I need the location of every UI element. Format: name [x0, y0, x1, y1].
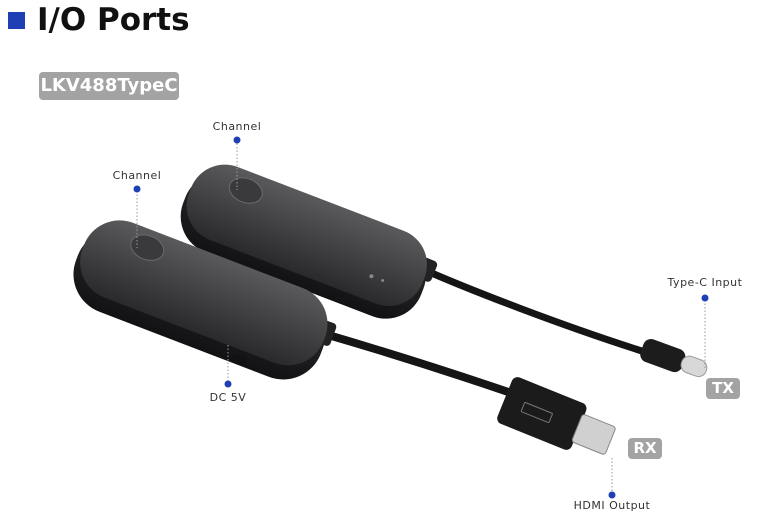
- callout-channel-tx: Channel: [212, 120, 262, 133]
- tx-device: [180, 164, 427, 319]
- page-title: I/O Ports: [37, 2, 190, 38]
- dc-5v-dot: [224, 380, 232, 388]
- type-c-dot: [701, 294, 709, 302]
- model-badge: LKV488TypeC: [39, 72, 179, 100]
- rx-device: [73, 220, 328, 380]
- rx-channel-button[interactable]: [127, 230, 167, 265]
- rx-cable: [309, 318, 522, 400]
- dc-port: [231, 353, 246, 364]
- callout-leader-lines: [136, 140, 706, 494]
- title-bullet-icon: [8, 12, 25, 29]
- tx-led-icon: [381, 279, 385, 283]
- tx-channel-button[interactable]: [226, 173, 266, 208]
- type-c-plug: [640, 339, 708, 378]
- callout-dc-5v: DC 5V: [209, 391, 247, 404]
- tx-led-icon: [369, 274, 374, 279]
- channel-rx-dot: [133, 185, 141, 193]
- channel-tx-dot: [233, 136, 241, 144]
- callout-channel-rx: Channel: [112, 169, 162, 182]
- tx-badge: TX: [706, 378, 740, 399]
- callout-type-c-input: Type-C Input: [667, 276, 743, 289]
- hdmi-output-dot: [608, 491, 616, 499]
- hdmi-plug: [497, 377, 616, 455]
- hdmi-logo-icon: [520, 402, 553, 423]
- callout-hdmi-output: HDMI Output: [573, 499, 651, 512]
- tx-cable: [412, 256, 647, 356]
- rx-badge: RX: [628, 438, 662, 459]
